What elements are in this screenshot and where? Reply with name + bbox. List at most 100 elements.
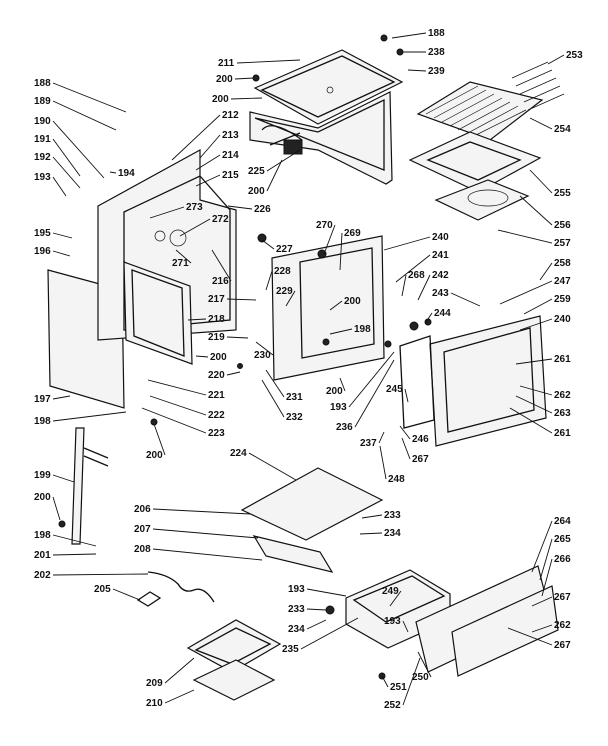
leader-line (329, 328, 353, 335)
leader-line (152, 548, 263, 561)
cooktop-top-panel (253, 49, 404, 125)
callout-l219: 219 (208, 332, 249, 343)
leader-line (391, 32, 427, 39)
callout-l198a: 198 (329, 324, 371, 335)
part-number-label: 255 (554, 188, 571, 199)
part-number-label: 264 (554, 516, 571, 527)
part-number-label: 272 (212, 214, 229, 225)
part-number-label: 200 (216, 74, 233, 85)
callout-l198b: 198 (34, 411, 127, 427)
part-number-label: 225 (248, 166, 265, 177)
callout-l264: 264 (531, 516, 571, 573)
part-number-label: 199 (34, 470, 51, 481)
leader-line (389, 590, 402, 607)
callout-l191: 191 (34, 134, 81, 177)
callout-l215: 215 (195, 170, 239, 187)
part-number-label: 200 (344, 296, 361, 307)
callout-l200h: 200 (34, 492, 61, 521)
part-number-label: 245 (386, 384, 403, 395)
leader-line (265, 369, 285, 398)
part-number-label: 190 (34, 116, 51, 127)
leader-line (226, 371, 241, 376)
callout-l210: 210 (146, 689, 195, 709)
leader-line (515, 395, 553, 414)
leader-line (52, 496, 61, 521)
leader-line (354, 359, 395, 428)
part-number-label: 244 (434, 308, 451, 319)
part-number-label: 200 (34, 492, 51, 503)
part-number-label: 192 (34, 152, 51, 163)
callout-l222: 222 (149, 395, 225, 421)
callout-l208: 208 (134, 544, 263, 561)
leader-line (52, 120, 105, 179)
part-number-label: 229 (276, 286, 293, 297)
leader-line (266, 159, 283, 192)
part-number-label: 239 (428, 66, 445, 77)
callout-l205: 205 (94, 584, 141, 601)
callout-l207: 207 (134, 524, 259, 539)
callout-l267c: 267 (507, 627, 571, 651)
callout-l189: 189 (34, 96, 117, 131)
callout-l193d: 193 (384, 616, 409, 633)
part-number-label: 195 (34, 228, 51, 239)
leader-line (248, 452, 297, 481)
callout-l227: 227 (261, 239, 293, 255)
callout-l231: 231 (265, 369, 303, 403)
leader-line (164, 657, 195, 684)
bracket (136, 591, 162, 607)
part-number-label: 212 (222, 110, 239, 121)
leader-line (52, 100, 117, 131)
leader-line (52, 411, 127, 422)
part-number-label: 242 (432, 270, 449, 281)
callout-l201: 201 (34, 550, 97, 561)
part-number-label: 188 (34, 78, 51, 89)
part-number-label: 262 (554, 390, 571, 401)
leader-line (539, 538, 553, 581)
part-number-label: 197 (34, 394, 51, 405)
leader-line (152, 508, 251, 515)
part-number-label: 253 (566, 50, 583, 61)
burner-box-assembly (186, 619, 282, 701)
leader-line (52, 395, 71, 400)
callout-l188b: 188 (34, 78, 127, 113)
callout-l249: 249 (382, 586, 402, 607)
callout-l267b: 267 (531, 592, 571, 607)
leader-line (141, 407, 207, 434)
part-number-label: 234 (288, 624, 305, 635)
callout-l194: 194 (109, 168, 135, 179)
part-number-label: 267 (412, 454, 429, 465)
callout-l251: 251 (381, 675, 407, 693)
leader-line (383, 236, 431, 251)
part-number-label: 207 (134, 524, 151, 535)
broiler-pan (408, 131, 542, 193)
part-number-label: 234 (384, 528, 401, 539)
part-number-label: 230 (254, 350, 271, 361)
power-cord (147, 571, 215, 603)
part-number-label: 221 (208, 390, 225, 401)
part-number-label: 268 (408, 270, 425, 281)
leader-line (52, 138, 81, 177)
part-number-label: 200 (326, 386, 343, 397)
callout-l217: 217 (208, 294, 257, 305)
leader-line (339, 232, 343, 271)
leader-line (361, 514, 383, 519)
part-number-label: 209 (146, 678, 163, 689)
callout-l266: 266 (541, 554, 571, 597)
callout-l262a: 262 (519, 385, 571, 401)
callout-l236: 236 (336, 359, 395, 433)
part-number-label: 188 (428, 28, 445, 39)
leader-line (359, 532, 383, 535)
callout-l200e: 200 (195, 352, 227, 363)
part-number-label: 261 (554, 354, 571, 365)
callout-l272: 272 (179, 214, 229, 237)
callout-l248: 248 (379, 445, 405, 485)
part-number-label: 215 (222, 170, 239, 181)
callout-l243: 243 (432, 288, 481, 307)
callout-l241: 241 (395, 250, 449, 283)
callout-l250: 250 (412, 651, 432, 683)
callout-l193b: 193 (330, 351, 395, 413)
leader-line (195, 154, 221, 171)
leader-line (379, 445, 387, 480)
drawer-rail (252, 535, 334, 573)
part-number-label: 200 (146, 450, 163, 461)
